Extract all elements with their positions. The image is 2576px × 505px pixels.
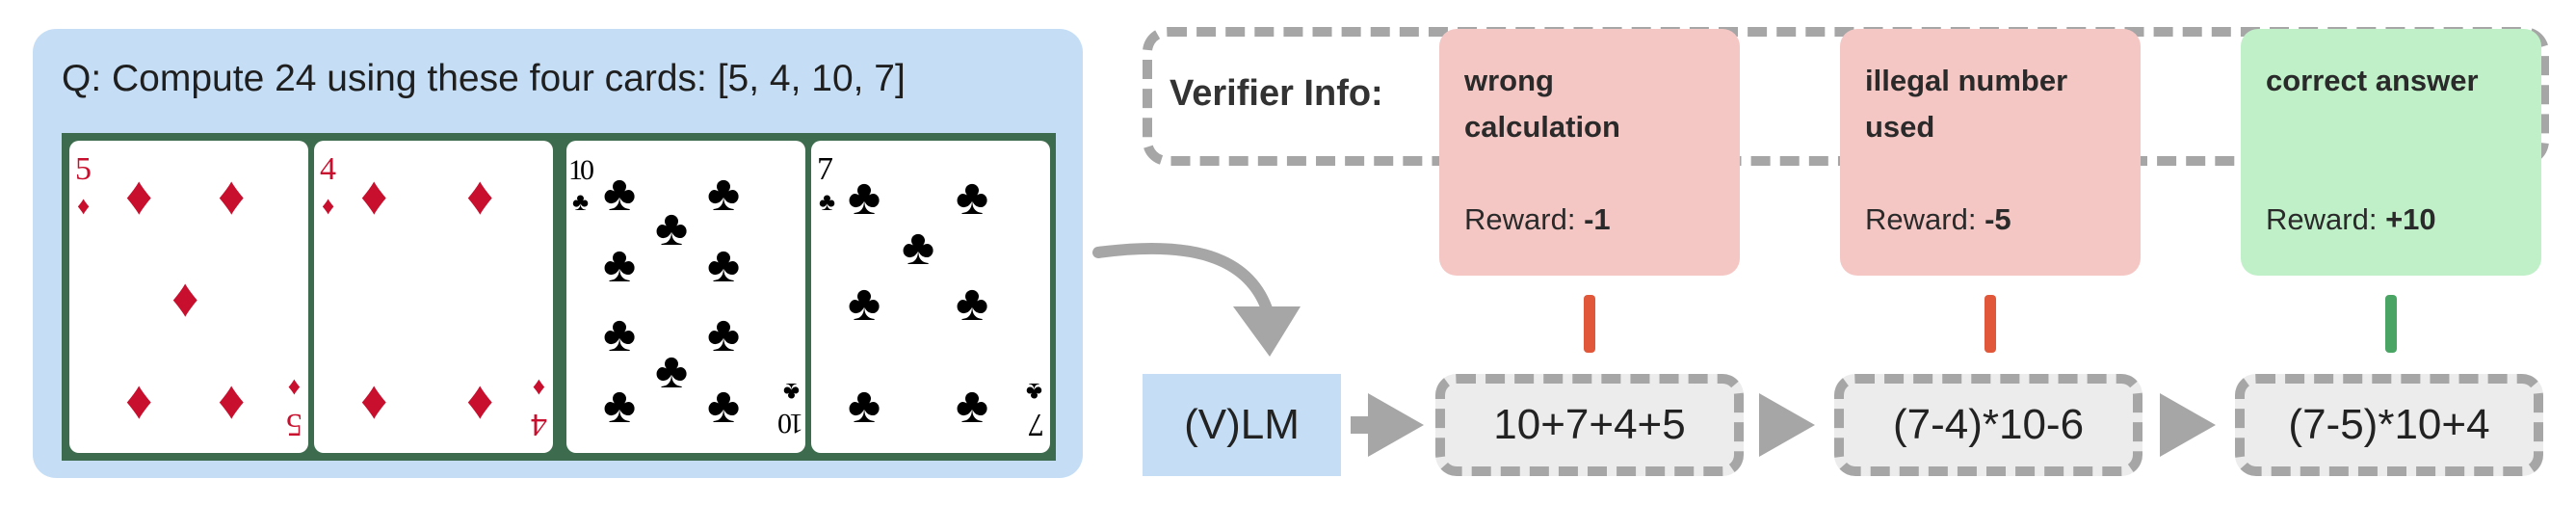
diamond-pip-icon: ♦ (360, 369, 388, 430)
playing-card-five-diamonds: 5 ♦ ♦ ♦ ♦ ♦ ♦ 5 ♦ (69, 141, 308, 453)
right-arrow-icon (1368, 393, 1424, 457)
model-box: (V)LM (1143, 374, 1341, 476)
card-rank: 10 (778, 408, 803, 439)
feedback-card-correct-answer: correct answer Reward: +10 (2241, 29, 2541, 276)
reward-label: Reward: (2266, 202, 2378, 236)
card-face: 4 ♦ ♦ ♦ ♦ ♦ 4 ♦ (320, 151, 547, 442)
club-pip-icon: ♣ (655, 343, 688, 399)
expression-box: (7-5)*10+4 (2235, 374, 2543, 476)
reward-value: +10 (2385, 202, 2436, 236)
card-face: 5 ♦ ♦ ♦ ♦ ♦ ♦ 5 ♦ (75, 151, 302, 442)
diamond-pip-icon: ♦ (125, 165, 153, 226)
card-suit-icon: ♣ (783, 378, 800, 407)
feedback-title: calculation (1464, 110, 1620, 144)
card-suit-icon: ♦ (77, 191, 90, 220)
club-pip-icon: ♣ (603, 237, 636, 293)
feedback-title: wrong (1464, 64, 1554, 97)
playing-card-ten-clubs: 10 ♣ ♣ ♣ ♣ ♣ ♣ ♣ ♣ ♣ ♣ ♣ 10 ♣ (566, 141, 805, 453)
club-pip-icon: ♣ (902, 220, 934, 276)
club-pip-icon: ♣ (848, 170, 881, 226)
reward-label: Reward: (1464, 202, 1576, 236)
right-arrow-icon (2160, 393, 2216, 457)
feedback-title: illegal number (1865, 64, 2068, 97)
card-rank: 7 (1028, 407, 1044, 442)
diamond-pip-icon: ♦ (466, 369, 494, 430)
diamond-pip-icon: ♦ (360, 165, 388, 226)
feedback-card-illegal-number: illegal number used Reward: -5 (1840, 29, 2141, 276)
club-pip-icon: ♣ (707, 237, 740, 293)
card-suit-icon: ♣ (1026, 378, 1042, 407)
expression-box: (7-4)*10-6 (1834, 374, 2142, 476)
card-suit-icon: ♣ (819, 187, 835, 216)
connector-wrong (1584, 295, 1595, 353)
curved-arrow-shaft (1092, 242, 1275, 324)
card-suit-icon: ♦ (288, 374, 301, 403)
card-rank: 5 (286, 407, 302, 442)
right-arrow-icon (1759, 393, 1815, 457)
question-text: Q: Compute 24 using these four cards: [5… (62, 58, 906, 99)
diamond-pip-icon: ♦ (218, 165, 246, 226)
card-rank: 4 (320, 151, 336, 187)
feedback-title: correct answer (2266, 64, 2479, 97)
card-rank: 5 (75, 151, 92, 187)
reward-value: -5 (1985, 202, 2011, 236)
feedback-card-wrong-calculation: wrong calculation Reward: -1 (1439, 29, 1740, 276)
card-suit-icon: ♣ (572, 187, 589, 216)
card-face: 10 ♣ ♣ ♣ ♣ ♣ ♣ ♣ ♣ ♣ ♣ ♣ 10 ♣ (568, 154, 803, 439)
club-pip-icon: ♣ (603, 378, 636, 434)
card-rank: 7 (817, 151, 833, 187)
club-pip-icon: ♣ (655, 200, 688, 256)
playing-card-seven-clubs: 7 ♣ ♣ ♣ ♣ ♣ ♣ ♣ ♣ 7 ♣ (811, 141, 1050, 453)
arrow-tail (1351, 416, 1368, 434)
club-pip-icon: ♣ (956, 378, 988, 434)
playing-card-four-diamonds: 4 ♦ ♦ ♦ ♦ ♦ 4 ♦ (314, 141, 553, 453)
feedback-title: used (1865, 110, 1935, 144)
expression-box: 10+7+4+5 (1435, 374, 1744, 476)
card-rank: 10 (568, 154, 593, 186)
card-suit-icon: ♦ (533, 374, 545, 403)
connector-correct (2385, 295, 2397, 353)
diamond-pip-icon: ♦ (171, 267, 199, 328)
club-pip-icon: ♣ (603, 166, 636, 222)
club-pip-icon: ♣ (848, 276, 881, 332)
club-pip-icon: ♣ (707, 306, 740, 362)
club-pip-icon: ♣ (603, 306, 636, 362)
club-pip-icon: ♣ (707, 378, 740, 434)
card-rank: 4 (531, 407, 547, 442)
verifier-label: Verifier Info: (1170, 73, 1383, 114)
club-pip-icon: ♣ (848, 378, 881, 434)
feedback-reward: Reward: -1 (1464, 202, 1611, 237)
reward-label: Reward: (1865, 202, 1977, 236)
feedback-reward: Reward: +10 (2266, 202, 2436, 237)
club-pip-icon: ♣ (956, 276, 988, 332)
card-face: 7 ♣ ♣ ♣ ♣ ♣ ♣ ♣ ♣ 7 ♣ (817, 151, 1044, 442)
card-table: 5 ♦ ♦ ♦ ♦ ♦ ♦ 5 ♦ 4 ♦ ♦ ♦ ♦ ♦ (62, 133, 1056, 461)
club-pip-icon: ♣ (956, 170, 988, 226)
diamond-pip-icon: ♦ (466, 165, 494, 226)
curved-arrow-head-icon (1233, 306, 1301, 357)
connector-illegal (1985, 295, 1996, 353)
feedback-reward: Reward: -5 (1865, 202, 2011, 237)
reward-value: -1 (1584, 202, 1611, 236)
question-panel: Q: Compute 24 using these four cards: [5… (33, 29, 1083, 478)
diamond-pip-icon: ♦ (218, 369, 246, 430)
club-pip-icon: ♣ (707, 166, 740, 222)
card-suit-icon: ♦ (322, 191, 334, 220)
diamond-pip-icon: ♦ (125, 369, 153, 430)
